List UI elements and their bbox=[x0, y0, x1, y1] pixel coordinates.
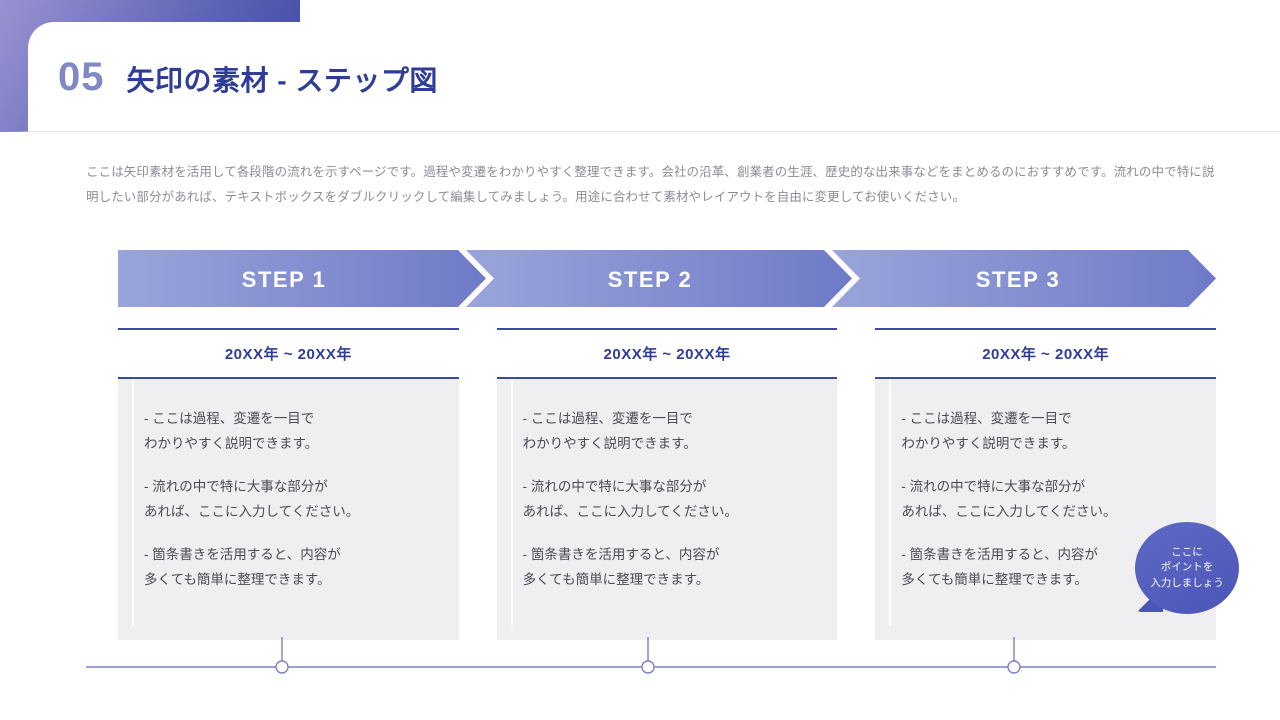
date-header-2: 20XX年 ~ 20XX年 bbox=[496, 328, 838, 379]
step-arrow-bar: STEP 1 STEP 2 STEP 3 bbox=[118, 250, 1216, 307]
date-range-label: 20XX年 ~ 20XX年 bbox=[224, 346, 352, 363]
date-header-3: 20XX年 ~ 20XX年 bbox=[875, 328, 1217, 379]
bullet-item: - ここは過程、変遷を一目で わかりやすく説明できます。 bbox=[901, 411, 1076, 451]
date-range-label: 20XX年 ~ 20XX年 bbox=[982, 346, 1110, 363]
timeline bbox=[86, 637, 1216, 695]
step-arrow-segment-1: STEP 1 bbox=[118, 250, 486, 307]
intro-paragraph: ここは矢印素材を活用して各段階の流れを示すページです。過程や変遷をわかりやすく整… bbox=[86, 165, 1215, 204]
bullet-item: - 箇条書きを活用すると、内容が 多くても簡単に整理できます。 bbox=[522, 546, 720, 587]
page-title: 矢印の素材 - ステップ図 bbox=[126, 65, 438, 96]
step-column-3: 20XX年 ~ 20XX年 - ここは過程、変遷を一目で わかりやすく説明できま… bbox=[875, 328, 1217, 640]
step-label-1: STEP 1 bbox=[242, 267, 326, 292]
step-column-2: 20XX年 ~ 20XX年 - ここは過程、変遷を一目で わかりやすく説明できま… bbox=[496, 328, 838, 640]
bullet-item: - ここは過程、変遷を一目で わかりやすく説明できます。 bbox=[522, 411, 697, 451]
date-header-1: 20XX年 ~ 20XX年 bbox=[118, 328, 459, 379]
bubble-text: ここに ポイントを 入力しましょう bbox=[1150, 546, 1224, 589]
timeline-marker-2 bbox=[641, 637, 655, 674]
bubble-body: ここに ポイントを 入力しましょう bbox=[1135, 522, 1239, 614]
content-card-1: - ここは過程、変遷を一目で わかりやすく説明できます。 - 流れの中で特に大事… bbox=[118, 379, 459, 640]
step-arrow-segment-3: STEP 3 bbox=[832, 250, 1216, 307]
header-divider bbox=[28, 131, 1280, 132]
bullet-item: - 箇条書きを活用すると、内容が 多くても簡単に整理できます。 bbox=[901, 546, 1099, 587]
step-columns: 20XX年 ~ 20XX年 - ここは過程、変遷を一目で わかりやすく説明できま… bbox=[118, 328, 1217, 640]
date-range-label: 20XX年 ~ 20XX年 bbox=[603, 346, 731, 363]
bullet-item: - 箇条書きを活用すると、内容が 多くても簡単に整理できます。 bbox=[144, 546, 341, 587]
step-label-3: STEP 3 bbox=[976, 267, 1060, 292]
point-callout-bubble: ここに ポイントを 入力しましょう bbox=[1135, 522, 1239, 614]
timeline-marker-3 bbox=[1007, 637, 1021, 674]
bullet-item: - 流れの中で特に大事な部分が あれば、ここに入力してください。 bbox=[522, 478, 738, 519]
page-number: 05 bbox=[58, 55, 105, 99]
slide-header: 05 矢印の素材 - ステップ図 bbox=[28, 22, 1280, 132]
bullet-item: - 流れの中で特に大事な部分が あれば、ここに入力してください。 bbox=[144, 478, 360, 519]
timeline-marker-1 bbox=[275, 637, 289, 674]
step-label-2: STEP 2 bbox=[608, 267, 692, 292]
content-card-3: - ここは過程、変遷を一目で わかりやすく説明できます。 - 流れの中で特に大事… bbox=[875, 379, 1217, 640]
bullet-item: - ここは過程、変遷を一目で わかりやすく説明できます。 bbox=[144, 411, 319, 451]
bullet-item: - 流れの中で特に大事な部分が あれば、ここに入力してください。 bbox=[901, 478, 1117, 519]
content-card-2: - ここは過程、変遷を一目で わかりやすく説明できます。 - 流れの中で特に大事… bbox=[496, 379, 838, 640]
step-arrow-segment-2: STEP 2 bbox=[466, 250, 852, 307]
step-column-1: 20XX年 ~ 20XX年 - ここは過程、変遷を一目で わかりやすく説明できま… bbox=[118, 328, 459, 640]
